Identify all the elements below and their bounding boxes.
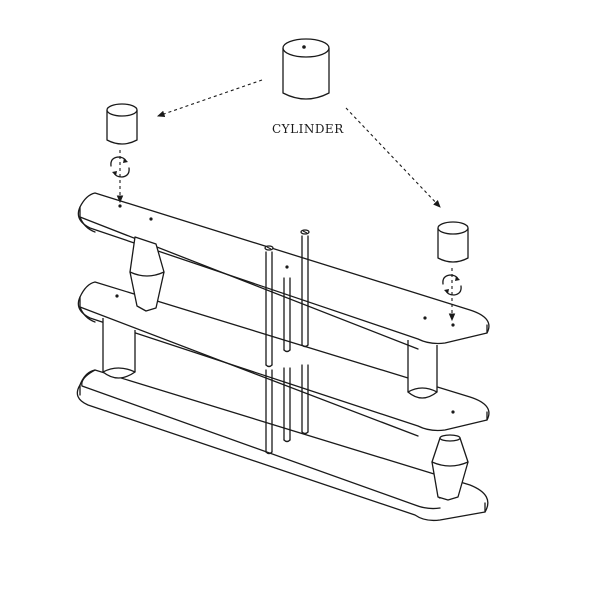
assembly-arrows [116,79,456,322]
middle-shelf [77,281,490,437]
vertical-rods [264,229,310,455]
main-cylinder [282,38,330,100]
lower-right-cone-leg [431,434,469,501]
rotate-screw-icon [110,156,130,178]
lower-left-cylinder-leg [102,318,136,379]
upper-left-cone-leg [129,236,165,312]
lower-right-cylinder-leg [407,340,438,399]
top-shelf [77,192,490,350]
cylinder-label: CYLINDER [272,122,344,136]
bottom-shelf [76,369,489,522]
right-small-cylinder [437,221,469,263]
left-small-cylinder [106,103,138,145]
rotate-screw-icon [442,274,462,296]
